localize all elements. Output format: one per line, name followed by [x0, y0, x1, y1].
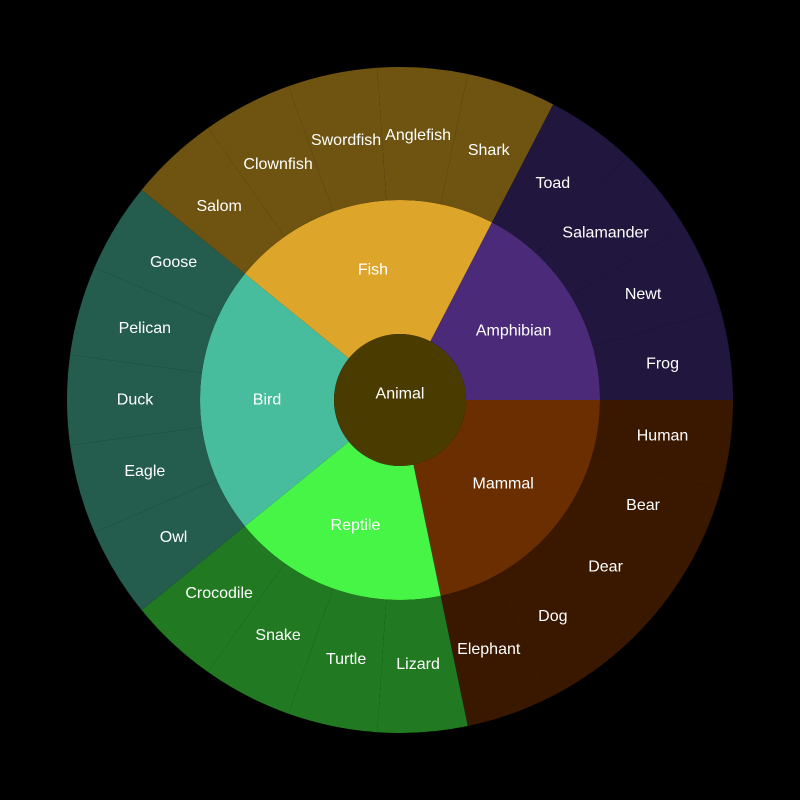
- label-pelican: Pelican: [119, 320, 171, 337]
- sector-salamander[interactable]: [536, 156, 685, 297]
- label-anglefish: Anglefish: [385, 127, 451, 144]
- label-turtle: Turtle: [326, 651, 366, 668]
- sector-toad[interactable]: [492, 104, 628, 254]
- sector-eagle[interactable]: [70, 427, 217, 533]
- label-mammal: Mammal: [472, 475, 533, 492]
- sector-fish[interactable]: [244, 200, 493, 359]
- label-elephant: Elephant: [457, 641, 521, 658]
- sector-shark[interactable]: [440, 73, 554, 223]
- label-frog: Frog: [646, 355, 679, 372]
- label-dog: Dog: [538, 608, 567, 625]
- sector-clownfish[interactable]: [207, 86, 334, 237]
- sector-elephant[interactable]: [440, 577, 554, 727]
- label-owl: Owl: [160, 529, 188, 546]
- sector-bear[interactable]: [570, 453, 721, 574]
- sector-animal[interactable]: [334, 334, 466, 466]
- label-amphibian: Amphibian: [476, 322, 552, 339]
- sector-mammal[interactable]: [413, 400, 600, 596]
- label-duck: Duck: [117, 392, 154, 409]
- label-lizard: Lizard: [396, 656, 440, 673]
- label-bird: Bird: [253, 392, 281, 409]
- label-eagle: Eagle: [124, 463, 165, 480]
- sector-human[interactable]: [592, 400, 733, 490]
- sector-lizard[interactable]: [377, 595, 468, 733]
- sector-reptile[interactable]: [244, 441, 441, 601]
- label-animal: Animal: [376, 386, 425, 403]
- sector-newt[interactable]: [570, 226, 721, 347]
- label-clownfish: Clownfish: [243, 156, 312, 173]
- sector-swordfish[interactable]: [288, 67, 387, 212]
- sector-dear[interactable]: [536, 503, 685, 644]
- sector-duck[interactable]: [66, 354, 202, 446]
- sector-goose[interactable]: [94, 189, 245, 321]
- label-salamander: Salamander: [562, 224, 649, 241]
- label-fish: Fish: [358, 261, 388, 278]
- sector-salom[interactable]: [141, 127, 285, 274]
- label-human: Human: [637, 428, 689, 445]
- sector-dog[interactable]: [492, 546, 628, 696]
- sector-turtle[interactable]: [288, 588, 387, 733]
- label-snake: Snake: [255, 627, 300, 644]
- label-crocodile: Crocodile: [185, 585, 253, 602]
- sector-anglefish[interactable]: [377, 67, 468, 205]
- sector-frog[interactable]: [592, 310, 733, 400]
- label-dear: Dear: [588, 559, 623, 576]
- label-goose: Goose: [150, 254, 197, 271]
- label-toad: Toad: [535, 175, 570, 192]
- label-bear: Bear: [626, 497, 660, 514]
- sector-bird[interactable]: [199, 273, 349, 527]
- label-shark: Shark: [468, 142, 511, 159]
- label-salom: Salom: [196, 198, 241, 215]
- sector-owl[interactable]: [94, 479, 245, 611]
- label-swordfish: Swordfish: [311, 132, 381, 149]
- sector-pelican[interactable]: [70, 267, 217, 373]
- sector-amphibian[interactable]: [430, 222, 600, 400]
- label-reptile: Reptile: [331, 517, 381, 534]
- label-newt: Newt: [625, 286, 662, 303]
- sector-snake[interactable]: [207, 563, 334, 714]
- sector-crocodile[interactable]: [141, 526, 285, 673]
